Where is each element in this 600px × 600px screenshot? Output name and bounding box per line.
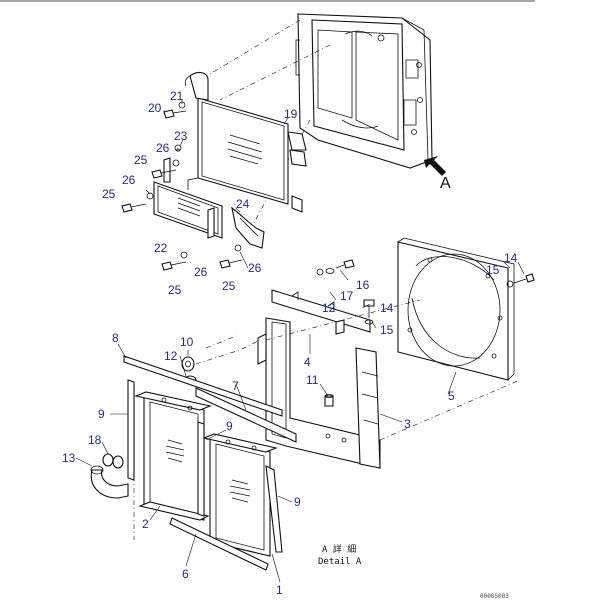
callout-20: 20	[148, 101, 162, 115]
callout-12-b: 12	[164, 349, 178, 363]
seal-part-9-left	[127, 379, 135, 481]
callout-18: 18	[88, 433, 102, 447]
radiator-frame-part-3	[257, 317, 381, 469]
callouts: 19 21 20 23 26 25 26 25 24 22 26 26 25 2…	[62, 89, 525, 597]
detail-label-en: Detail A	[318, 557, 362, 567]
callout-17: 17	[340, 289, 354, 303]
callout-26-b: 26	[122, 173, 136, 187]
assembled-radiator-unit	[295, 13, 433, 169]
callout-26-d: 26	[248, 261, 262, 275]
cushion-part-10	[181, 356, 195, 372]
bolt-20	[163, 101, 187, 119]
upper-bracket-part-4	[271, 289, 371, 335]
callout-4: 4	[304, 355, 311, 369]
bolt-14-right	[506, 273, 535, 288]
callout-10: 10	[180, 335, 194, 349]
callout-26-c: 26	[194, 265, 208, 279]
mount-11	[324, 394, 334, 407]
callout-1: 1	[276, 583, 283, 597]
callout-25-a: 25	[134, 153, 148, 167]
bolt-16	[316, 259, 355, 276]
fan-shroud-part-5	[397, 237, 515, 381]
callout-6: 6	[182, 567, 189, 581]
callout-24: 24	[236, 197, 250, 211]
callout-9-a: 9	[98, 407, 105, 421]
callout-15-b: 15	[380, 323, 394, 337]
view-marker-label: A	[440, 175, 451, 192]
callout-7: 7	[232, 379, 239, 393]
bolt-25-top	[121, 192, 154, 213]
callout-25-d: 25	[222, 279, 236, 293]
callout-25-c: 25	[168, 283, 182, 297]
callout-3: 3	[404, 417, 411, 431]
seal-part-9-middle	[197, 421, 205, 517]
callout-26-a: 26	[156, 141, 170, 155]
cooler-core-part-22	[153, 157, 223, 239]
bolt-25-bottom-right	[219, 244, 243, 269]
callout-15-a: 15	[486, 263, 500, 277]
view-arrow-a: A	[424, 156, 451, 192]
callout-14-b: 14	[380, 301, 394, 315]
callout-8: 8	[112, 331, 119, 345]
oil-cooler-part-19	[184, 71, 307, 213]
washer-23	[174, 144, 182, 152]
bracket-part-24	[231, 206, 265, 249]
seal-strip-part-7	[195, 387, 297, 443]
hose-part-13	[90, 465, 129, 499]
clamp-part-18	[102, 453, 124, 469]
callout-19: 19	[284, 107, 298, 121]
radiator-core-part-2	[134, 391, 212, 521]
seal-part-9-right	[265, 465, 283, 553]
callout-9-c: 9	[294, 495, 301, 509]
callout-5: 5	[448, 389, 455, 403]
callout-16: 16	[356, 278, 370, 292]
callout-14-a: 14	[504, 251, 518, 265]
callout-13: 13	[62, 451, 76, 465]
seal-strip-part-6	[169, 517, 269, 571]
callout-2: 2	[142, 517, 149, 531]
detail-label-jp: A 詳 細	[322, 543, 356, 555]
drawing-code: 00005003	[480, 593, 509, 600]
radiator-core-part-1	[202, 433, 278, 557]
callout-9-b: 9	[226, 419, 233, 433]
callout-23: 23	[174, 129, 188, 143]
callout-22: 22	[154, 241, 168, 255]
callout-11: 11	[306, 373, 319, 387]
callout-21: 21	[170, 89, 184, 103]
callout-25-b: 25	[102, 187, 116, 201]
callout-12-a: 12	[322, 301, 336, 315]
bolt-14-center	[363, 299, 375, 325]
bolt-25-mid	[151, 159, 180, 179]
bolt-25-bottom-left	[161, 251, 188, 271]
